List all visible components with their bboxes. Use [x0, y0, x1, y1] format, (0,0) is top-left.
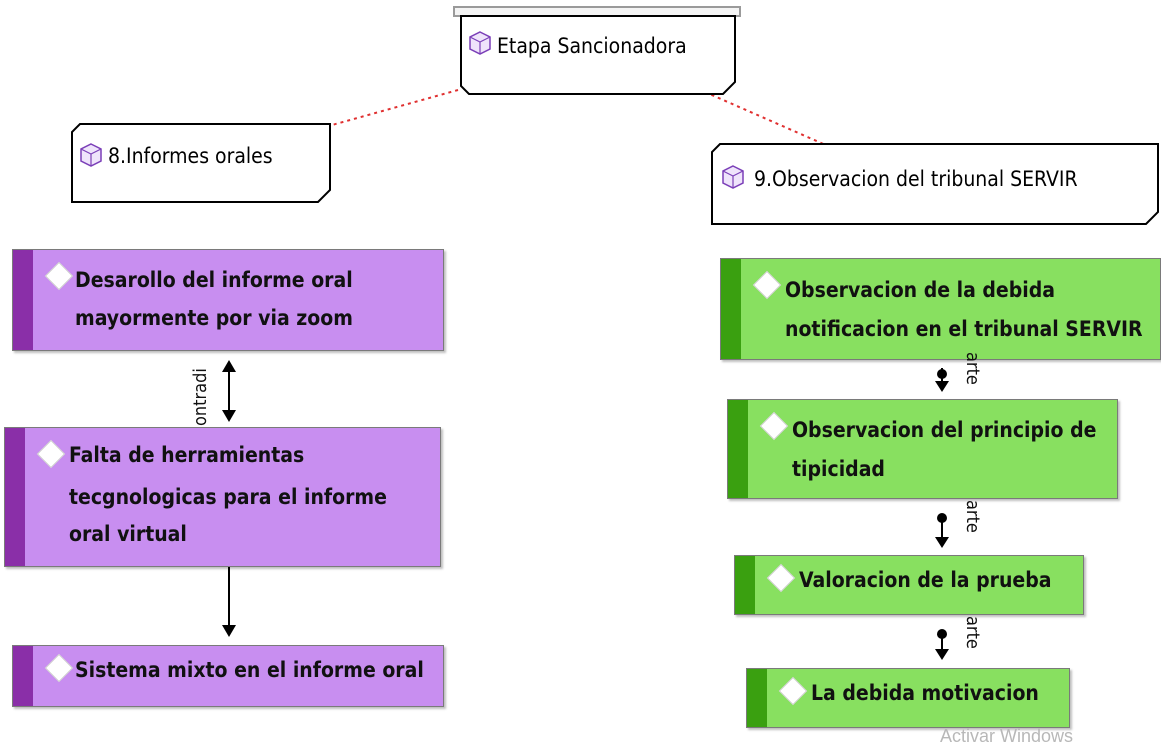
right-branch-label: 9.Observacion del tribunal SERVIR: [754, 167, 1078, 191]
cube-icon: [722, 165, 744, 189]
left-branch-node[interactable]: 8.Informes orales: [68, 122, 334, 204]
box-stripe: [5, 428, 25, 566]
diamond-icon: [752, 270, 782, 300]
left-item-3-line-1: Sistema mixto en el informe oral: [75, 658, 424, 682]
right-arrow-2: [935, 513, 949, 548]
left-item-1-line-2: mayormente por via zoom: [75, 306, 353, 330]
right-item-4-line-1: La debida motivacion: [811, 681, 1039, 705]
right-item-4[interactable]: La debida motivacion: [746, 668, 1070, 728]
diamond-icon: [759, 411, 789, 441]
right-item-3[interactable]: Valoracion de la prueba: [734, 555, 1084, 615]
left-item-2-line-2: tecgnologicas para el informe: [69, 485, 387, 509]
box-stripe: [728, 400, 748, 498]
box-stripe: [735, 556, 755, 614]
left-item-2-line-1: Falta de herramientas: [69, 443, 305, 467]
right-branch-node[interactable]: 9.Observacion del tribunal SERVIR: [708, 142, 1160, 226]
diamond-icon: [36, 439, 66, 469]
diamond-icon: [44, 261, 74, 291]
box-stripe: [13, 646, 33, 706]
activation-watermark: Activar Windows: [940, 726, 1074, 746]
left-branch-label: 8.Informes orales: [108, 144, 273, 168]
diamond-icon: [44, 653, 74, 683]
diamond-icon: [766, 563, 796, 593]
diamond-icon: [778, 676, 808, 706]
left-item-1[interactable]: Desarollo del informe oral mayormente po…: [12, 249, 444, 351]
box-stripe: [721, 259, 741, 359]
left-item-2[interactable]: Falta de herramientas tecgnologicas para…: [4, 427, 441, 567]
cube-icon: [80, 143, 102, 167]
left-item-1-line-1: Desarollo del informe oral: [75, 268, 353, 292]
right-item-2-line-1: Observacion del principio de: [792, 418, 1097, 442]
right-arrow-3: [935, 629, 949, 660]
left-item-3[interactable]: Sistema mixto en el informe oral: [12, 645, 444, 707]
box-stripe: [13, 250, 33, 350]
right-item-1-line-1: Observacion de la debida: [785, 278, 1056, 302]
left-edge-label: ontradi: [190, 368, 211, 426]
right-edge-label-2: arte: [962, 500, 983, 533]
root-node[interactable]: Etapa Sancionadora: [453, 6, 743, 96]
left-item-2-line-3: oral virtual: [69, 522, 187, 546]
root-left-link: [331, 89, 459, 126]
cube-icon: [469, 31, 491, 55]
right-item-2-line-2: tipicidad: [792, 457, 885, 481]
root-label: Etapa Sancionadora: [497, 34, 687, 58]
box-stripe: [747, 669, 767, 727]
right-item-2[interactable]: Observacion del principio de tipicidad: [727, 399, 1118, 499]
right-item-3-line-1: Valoracion de la prueba: [799, 568, 1052, 592]
right-item-1[interactable]: Observacion de la debida notificacion en…: [720, 258, 1161, 360]
root-right-link: [704, 91, 829, 147]
right-arrow-1: [935, 368, 949, 392]
right-edge-label-1: arte: [962, 352, 983, 385]
right-edge-label-3: arte: [962, 616, 983, 649]
right-item-1-line-2: notificacion en el tribunal SERVIR: [785, 317, 1143, 341]
